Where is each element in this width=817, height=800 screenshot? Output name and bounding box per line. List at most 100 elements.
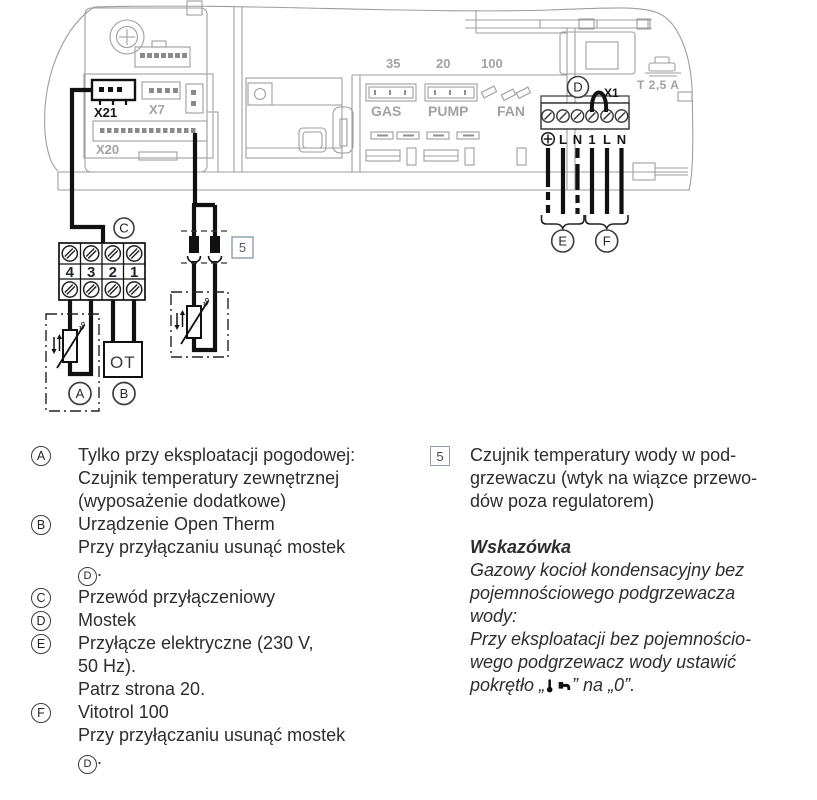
legend-f-line: D.: [78, 747, 429, 774]
cylinder-sensor-symbol: [174, 300, 209, 345]
legend-item-a: A Tylko przy eksploatacji pogodowej: Czu…: [31, 444, 429, 513]
earth-symbol: [540, 131, 556, 147]
legend-marker-d: D: [31, 611, 51, 631]
label-pump-value: 20: [436, 56, 450, 71]
label-gas: GAS: [371, 103, 401, 119]
legend-marker-a: A: [31, 446, 51, 466]
x21-cable: [69, 87, 106, 243]
sensor-5-boundary: [170, 291, 229, 358]
bridge-jumper: [589, 90, 609, 113]
legend-ref-d: D: [78, 567, 97, 586]
thermometer-icon: [546, 679, 553, 693]
label-fan: FAN: [497, 103, 525, 119]
gas-pump-pins: [374, 90, 474, 137]
outside-sensor-symbol: [51, 324, 85, 369]
legend-marker-b: B: [31, 515, 51, 535]
note-line: Gazowy kocioł kondensacyjny bez: [470, 560, 745, 580]
legend-marker-c: C: [31, 588, 51, 608]
legend-marker-5: 5: [430, 446, 450, 466]
legend-a-line: (wyposażenie dodatkowe): [78, 491, 287, 511]
c-terminal-2: 2: [109, 264, 117, 281]
callout-b-circle: [112, 381, 136, 406]
callout-e: E: [558, 234, 567, 249]
legend-c-line: Przewód przyłączeniowy: [78, 587, 276, 607]
legend-item-e: E Przyłącze elektryczne (230 V, 50 Hz). …: [31, 632, 429, 701]
legend-5-line: dów poza regulatorem): [470, 491, 655, 511]
callout-f-circle: [594, 229, 619, 253]
label-fan-value: 100: [481, 56, 503, 71]
terminal-n1: N: [573, 132, 582, 147]
legend-b-line: Urządzenie Open Therm: [78, 514, 275, 534]
ot-wires: [110, 300, 137, 342]
legend-b-line: D.: [78, 559, 429, 586]
wiring-diagram: 35 20 100 GAS PUMP FAN X7 X20 T 2,5 A X2…: [44, 0, 694, 412]
label-gas-value: 35: [386, 56, 400, 71]
x1-terminal-block: [540, 95, 630, 130]
note-line: wego podgrzewacz wody ustawić: [470, 652, 737, 672]
tap-icon: [558, 682, 571, 691]
theta-symbol-5: ϑ: [203, 297, 210, 309]
note-title: Wskazówka: [470, 537, 572, 557]
legend-a-line: Tylko przy eksploatacji pogodowej:: [78, 445, 356, 465]
note-line: Przy eksploatacji bez pojemnościo-: [470, 629, 752, 649]
note-line: pojemnościowego podgrzewacza: [470, 583, 736, 603]
legend-item-f: F Vitotrol 100 Przy przyłączaniu usunąć …: [31, 701, 429, 774]
callout-5: 5: [239, 240, 246, 255]
terminal-n2: N: [617, 132, 626, 147]
callout-d-circle: [566, 75, 590, 99]
callout-c: C: [119, 221, 128, 236]
legend-e-line: 50 Hz).: [78, 656, 137, 676]
legend-ref-d: D: [78, 755, 97, 774]
c-terminal-3: 3: [87, 264, 95, 281]
ot-device-box: [103, 341, 143, 378]
callout-d: D: [573, 80, 582, 95]
legend-marker-f: F: [31, 703, 51, 723]
legend-5-line: Czujnik temperatury wody w pod-: [470, 445, 737, 465]
callout-c-circle: [113, 217, 135, 239]
legend-item-c: C Przewód przyłączeniowy: [31, 586, 429, 609]
sensor-a-wires: [67, 300, 94, 377]
callout-f: F: [603, 234, 611, 249]
legend-a-line: Czujnik temperatury zewnętrznej: [78, 468, 340, 488]
theta-symbol-a: ϑ: [79, 321, 86, 333]
legend-item-d: D Mostek: [31, 609, 429, 632]
callout-e-circle: [550, 229, 575, 253]
label-x7: X7: [149, 102, 165, 117]
terminal-l2: L: [603, 132, 611, 147]
terminal-1: 1: [588, 132, 595, 147]
x21-connector: [90, 78, 137, 105]
panel-outline: [44, 0, 694, 191]
ot-label: OT: [110, 353, 136, 372]
label-x21: X21: [94, 105, 117, 120]
dhw-knob-symbol: [545, 678, 572, 693]
label-fuse: T 2,5 A: [637, 78, 679, 92]
legend-f-line: Przy przyłączaniu usunąć mostek: [78, 725, 346, 745]
mains-wires: [545, 148, 624, 214]
legend-f-line: Vitotrol 100: [78, 702, 169, 722]
note-line: pokrętło „” na „0”.: [470, 675, 636, 695]
callout-a: A: [76, 386, 85, 401]
legend-item-b: B Urządzenie Open Therm Przy przyłączani…: [31, 513, 429, 586]
label-pump: PUMP: [428, 103, 468, 119]
legend-item-5: 5 Czujnik temperatury wody w pod- grzewa…: [430, 444, 815, 697]
legend-right-column: 5 Czujnik temperatury wody w pod- grzewa…: [430, 444, 815, 697]
sensor-a-boundary: [45, 313, 100, 412]
note-block: Wskazówka Gazowy kocioł kondensacyjny be…: [470, 536, 815, 697]
callout-b: B: [120, 386, 129, 401]
connector-pins: [100, 53, 196, 133]
terminal-l1: L: [559, 132, 567, 147]
legend-5-line: grzewaczu (wtyk na wiązce przewo-: [470, 468, 758, 488]
label-x1: X1: [604, 86, 619, 100]
legend-e-line: Przyłącze elektryczne (230 V,: [78, 633, 314, 653]
legend-d-line: Mostek: [78, 610, 137, 630]
legend-b-line: Przy przyłączaniu usunąć mostek: [78, 537, 346, 557]
label-x20: X20: [96, 142, 119, 157]
plug-connectors: [181, 230, 227, 264]
legend-marker-e: E: [31, 634, 51, 654]
c-terminal-block: [58, 242, 146, 301]
callout-a-circle: [68, 381, 92, 406]
legend-left-column: A Tylko przy eksploatacji pogodowej: Czu…: [31, 444, 429, 774]
c-terminal-4: 4: [66, 264, 75, 281]
group-braces: [540, 215, 629, 231]
